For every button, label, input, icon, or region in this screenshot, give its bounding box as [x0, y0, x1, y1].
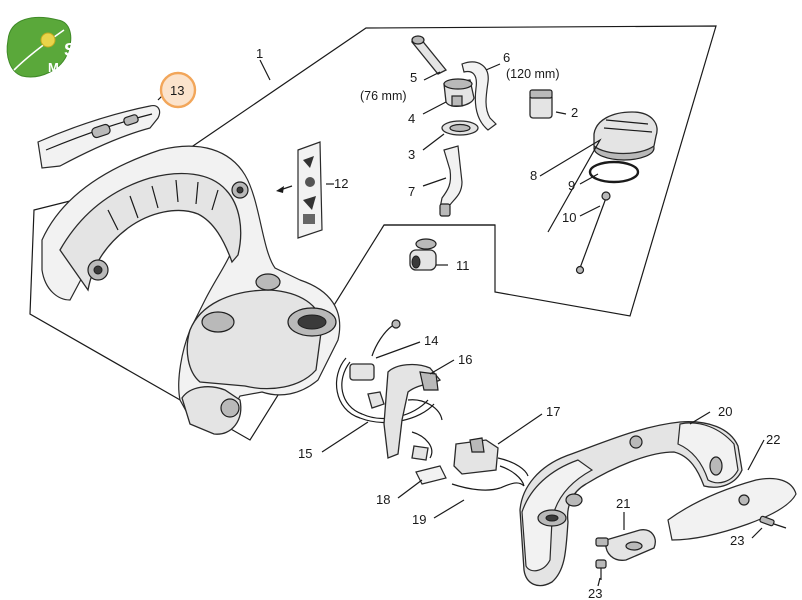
label-part-10[interactable]: 10	[562, 210, 576, 225]
label-part-5[interactable]: 5	[410, 70, 417, 85]
label-part-12[interactable]: 12	[334, 176, 348, 191]
handle-housing	[41, 145, 341, 435]
label-part-2[interactable]: 2	[571, 105, 578, 120]
label-part-17[interactable]: 17	[546, 404, 560, 419]
label-part-18[interactable]: 18	[376, 492, 390, 507]
label-part-19[interactable]: 19	[412, 512, 426, 527]
note-76mm: (76 mm)	[360, 89, 407, 103]
screw-23-bottom	[595, 559, 607, 580]
label-part-22[interactable]: 22	[766, 432, 780, 447]
label-part-6[interactable]: 6	[503, 50, 510, 65]
label-part-15[interactable]: 15	[298, 446, 312, 461]
switch-wiring	[335, 319, 529, 491]
flower-icon	[40, 32, 56, 48]
warning-decal	[276, 141, 323, 239]
label-part-16[interactable]: 16	[458, 352, 472, 367]
note-120mm: (120 mm)	[506, 67, 559, 81]
fuel-parts	[409, 35, 658, 275]
label-part-23-bottom[interactable]: 23	[588, 586, 602, 600]
label-part-4[interactable]: 4	[408, 111, 415, 126]
label-part-3[interactable]: 3	[408, 147, 415, 162]
logo-sad-text: SAD	[64, 40, 102, 60]
part-13-cover	[37, 105, 161, 169]
logo-market-text: MARKET	[48, 60, 104, 75]
part-labels: 1 2 3 4 5 6 7 8 9 10 11 12 13 14 15 16 1…	[170, 46, 780, 600]
label-part-21[interactable]: 21	[616, 496, 630, 511]
label-part-14[interactable]: 14	[424, 333, 438, 348]
leader-lines	[157, 59, 765, 587]
sad-market-logo: SAD MARKET	[6, 17, 104, 78]
label-part-9[interactable]: 9	[568, 178, 575, 193]
label-part-11[interactable]: 11	[456, 258, 470, 273]
label-part-13[interactable]: 13	[170, 83, 184, 98]
label-part-8[interactable]: 8	[530, 168, 537, 183]
label-part-23-right[interactable]: 23	[730, 533, 744, 548]
clamp-21	[595, 529, 656, 561]
label-part-20[interactable]: 20	[718, 404, 732, 419]
part-13-highlight[interactable]	[159, 71, 197, 109]
label-part-7[interactable]: 7	[408, 184, 415, 199]
screw-23-right	[759, 515, 787, 529]
side-cover-22	[667, 477, 797, 541]
o-ring	[588, 160, 640, 184]
front-handle	[519, 421, 743, 587]
label-part-1[interactable]: 1	[256, 46, 263, 61]
